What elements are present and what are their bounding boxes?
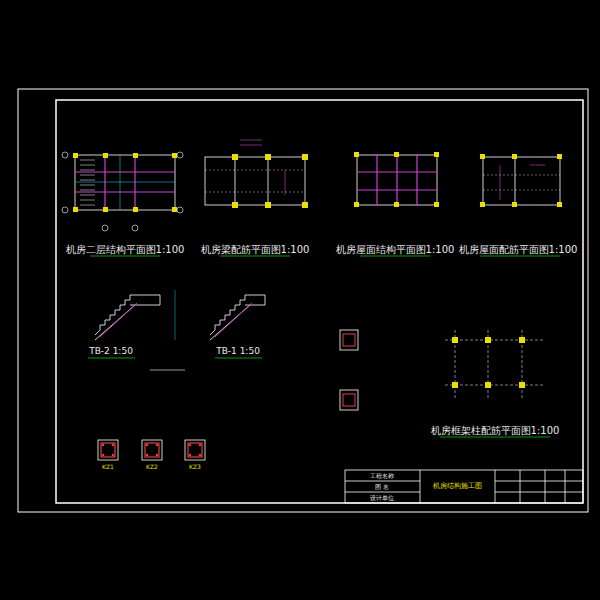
drawing-title: 机房二层结构平面图1:100 <box>65 244 186 255</box>
section-label: KZ3 <box>188 464 202 471</box>
drawing-title: 机房屋面结构平面图1:100 <box>335 244 456 255</box>
section-label: KZ1 <box>101 464 115 471</box>
title-block-cell: 机房结构施工图 <box>432 483 483 491</box>
title-block-cell: 工程名称 <box>369 473 395 480</box>
title-block-cell: 图 名 <box>374 484 390 491</box>
title-block-cell: 设计单位 <box>369 495 395 502</box>
drawing-title: 机房框架柱配筋平面图1:100 <box>430 425 561 436</box>
drawing-title: 机房梁配筋平面图1:100 <box>200 244 311 255</box>
drawing-title: 机房屋面配筋平面图1:100 <box>458 244 579 255</box>
section-label: KZ2 <box>145 464 159 471</box>
drawing-title: TB-1 1:50 <box>215 347 261 357</box>
drawing-title: TB-2 1:50 <box>88 347 134 357</box>
